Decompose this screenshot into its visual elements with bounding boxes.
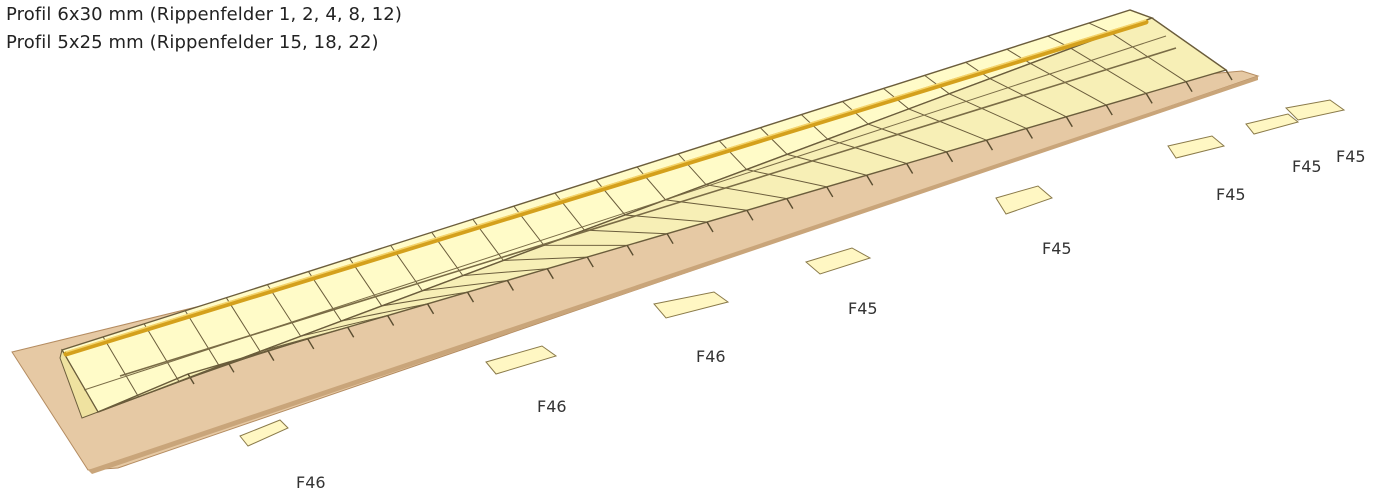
main-spar-highlight [65, 19, 1147, 353]
rib-pin [746, 209, 754, 221]
rib-pin [187, 373, 195, 385]
rib-line [513, 205, 628, 246]
rib-line [1129, 9, 1227, 71]
rib-line [883, 88, 987, 141]
part-label: F45 [1292, 157, 1322, 176]
rib-line [965, 61, 1067, 118]
rib-line [842, 101, 947, 153]
rib-pin [945, 151, 954, 163]
rib-pin [426, 303, 435, 315]
main-spar [63, 19, 1149, 357]
rib-pin [586, 256, 594, 268]
part-label: F46 [296, 473, 326, 490]
rib-pin [1025, 128, 1033, 139]
profile-5x25-text: Profil 5x25 mm (Rippenfelder 15, 18, 22) [6, 32, 379, 53]
part-label: F45 [1336, 147, 1366, 166]
part-label: F46 [696, 347, 726, 366]
rib-pin [826, 186, 834, 198]
rib-pin [267, 350, 275, 361]
rib-line [1047, 35, 1147, 94]
rib-line [1006, 48, 1107, 106]
rib-line [472, 218, 588, 261]
rib-pin [1065, 116, 1073, 128]
part-f45-1: F45 [804, 247, 878, 318]
rib-line [184, 310, 308, 368]
rib-pin [387, 315, 395, 326]
rib-line [924, 74, 1027, 129]
part-f45-2: F45 [995, 185, 1072, 258]
rib-pin [626, 245, 634, 256]
rib-line [308, 271, 428, 322]
rib-line [266, 284, 388, 337]
rib-pin [307, 338, 315, 350]
rib-line [349, 258, 468, 307]
part-f46-1: F46 [239, 419, 326, 490]
building-board-edge [88, 76, 1258, 474]
rib-pin [506, 280, 514, 291]
rib-pin [866, 174, 874, 186]
rib-pin [1145, 93, 1153, 104]
rib-pin [706, 221, 714, 233]
rib-pin [1105, 104, 1113, 116]
mid-stringer [83, 35, 1167, 391]
profile-6x30-text: Profil 6x30 mm (Rippenfelder 1, 2, 4, 8,… [6, 4, 402, 25]
rib-pin [1225, 69, 1233, 81]
part-f46-3: F46 [653, 291, 730, 366]
rib-pin [466, 291, 475, 303]
rib-line [390, 245, 508, 292]
part-f46-2: F46 [485, 345, 567, 416]
rib-line [595, 179, 708, 223]
part-label: F46 [537, 397, 567, 416]
rib-pin [347, 326, 355, 338]
part-f45-4: F45 [1245, 113, 1322, 176]
part-label: F45 [848, 299, 878, 318]
part-f45-5: F45 [1284, 99, 1366, 166]
rib-line [431, 232, 548, 277]
part-label: F45 [1042, 239, 1072, 258]
rib-line [61, 349, 189, 413]
rib-line [102, 336, 229, 398]
rib-pin [906, 163, 914, 174]
wing-frame [59, 9, 1233, 419]
building-board [11, 70, 1260, 471]
rib-line [554, 192, 668, 235]
rib-pin [546, 268, 554, 280]
rib-pin [666, 233, 674, 245]
rear-stringer [119, 47, 1177, 377]
part-label: F45 [1216, 185, 1246, 204]
part-f45-3: F45 [1167, 135, 1246, 204]
rib-pin [1185, 81, 1193, 93]
rib-pin [786, 198, 794, 209]
rib-pin [985, 139, 994, 151]
rib-line [225, 297, 348, 352]
